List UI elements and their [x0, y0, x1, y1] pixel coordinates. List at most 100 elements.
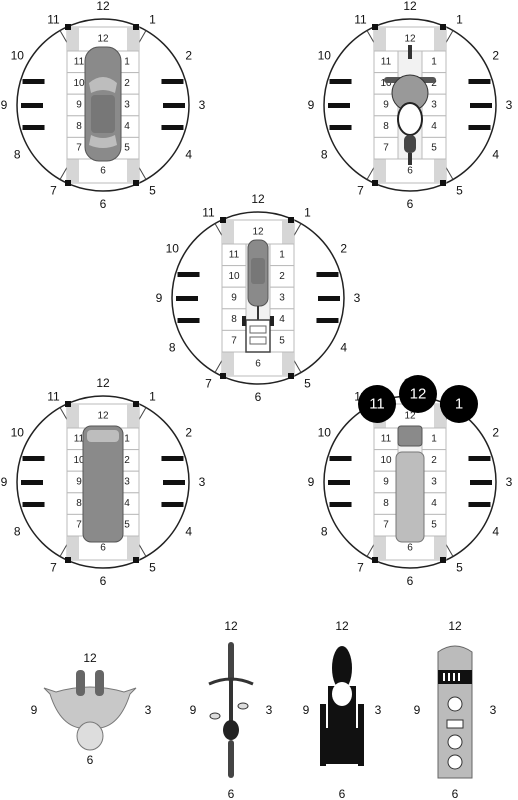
- direction-label: 3: [490, 703, 497, 717]
- direction-label: 6: [339, 787, 346, 800]
- grid-label: 7: [76, 143, 82, 154]
- grid-corner: [374, 159, 386, 183]
- hour-label: 4: [185, 525, 192, 539]
- tram-vent: [447, 734, 463, 750]
- tick-mark: [316, 272, 339, 277]
- hour-label: 2: [185, 426, 192, 440]
- trailer-wheel: [242, 316, 246, 326]
- grid-label: 2: [431, 455, 437, 466]
- grid-corner: [127, 536, 139, 560]
- grid-label: 8: [76, 498, 82, 509]
- clock-dial-truck: 11110293847512612123456789101111121: [308, 375, 513, 588]
- hour-label: 7: [205, 377, 212, 391]
- grid-label: 3: [124, 100, 130, 111]
- van-body: [82, 425, 124, 543]
- car-roof: [91, 95, 115, 133]
- corner-marker: [133, 24, 139, 30]
- tick-mark: [177, 318, 200, 323]
- tick-mark: [329, 456, 352, 461]
- grid-label: 10: [228, 271, 240, 282]
- corner-marker: [220, 217, 226, 223]
- grid-corner: [67, 536, 79, 560]
- hour-label: 7: [357, 561, 364, 575]
- hour-label: 5: [149, 184, 156, 198]
- trailer: [245, 319, 271, 353]
- grid-corner: [222, 220, 234, 244]
- grid-corner: [282, 352, 294, 376]
- hour-label: 6: [255, 390, 262, 404]
- hour-label: 2: [185, 49, 192, 63]
- grid-label: 3: [279, 293, 285, 304]
- hour-label: 8: [321, 525, 328, 539]
- pedestrian-head: [76, 721, 104, 751]
- tram-stripe: [448, 673, 450, 681]
- user-head: [332, 682, 352, 706]
- tick-mark: [468, 125, 491, 130]
- grid-label: 7: [383, 143, 389, 154]
- grid-label: 4: [431, 121, 437, 132]
- hour-label: 4: [492, 525, 499, 539]
- hour-label: 3: [354, 291, 361, 305]
- grid-label: 7: [76, 520, 82, 531]
- grid-corner: [282, 220, 294, 244]
- tick-mark: [161, 79, 184, 84]
- grid-label: 10: [73, 455, 85, 466]
- grid-label: 9: [383, 100, 389, 111]
- tick-mark: [318, 296, 340, 301]
- frame: [229, 678, 233, 728]
- tick-mark: [176, 296, 198, 301]
- tram-panel: [446, 719, 464, 729]
- wheel: [320, 704, 326, 766]
- tick-mark: [22, 502, 45, 507]
- hour-label: 4: [492, 148, 499, 162]
- grid-label: 6: [255, 359, 261, 370]
- grid-label: 11: [74, 433, 85, 444]
- grid-label: 10: [380, 78, 392, 89]
- corner-marker: [288, 217, 294, 223]
- tick-mark: [468, 502, 491, 507]
- tick-mark: [470, 103, 492, 108]
- grid-label: 6: [100, 166, 106, 177]
- rear-wheel: [228, 740, 234, 778]
- grid-label: 12: [404, 34, 416, 45]
- hour-label: 12: [403, 0, 417, 13]
- hour-label: 10: [318, 426, 332, 440]
- rear-fender: [404, 135, 416, 153]
- direction-label: 9: [190, 703, 197, 717]
- direction-label: 3: [145, 703, 152, 717]
- hour-label: 7: [50, 561, 57, 575]
- corner-marker: [372, 180, 378, 186]
- user-legs: [332, 646, 352, 690]
- grid-label: 12: [97, 411, 109, 422]
- tick-mark: [329, 79, 352, 84]
- hour-label: 6: [407, 197, 414, 211]
- hour-label: 5: [456, 561, 463, 575]
- grid-corner: [222, 352, 234, 376]
- hour-label: 7: [357, 184, 364, 198]
- tick-mark: [21, 480, 43, 485]
- hour-label: 12: [96, 376, 110, 390]
- grid-label: 8: [383, 498, 389, 509]
- grid-corner: [127, 404, 139, 428]
- pedestrian-leg: [95, 670, 104, 696]
- grid-label: 6: [407, 543, 413, 554]
- truck-cab: [397, 425, 423, 447]
- grid-corner: [434, 159, 446, 183]
- hour-badge-label: 1: [455, 396, 463, 413]
- direction-label: 6: [228, 787, 235, 800]
- direction-label: 9: [303, 703, 310, 717]
- direction-label: 12: [224, 619, 238, 633]
- grid-label: 2: [431, 78, 437, 89]
- hour-label: 4: [340, 341, 347, 355]
- grid-label: 5: [279, 336, 285, 347]
- grid-label: 1: [124, 56, 130, 67]
- pedestrian-leg: [76, 670, 85, 696]
- seat: [397, 102, 423, 136]
- grid-label: 6: [100, 543, 106, 554]
- tick-mark: [161, 456, 184, 461]
- tow-bar: [257, 306, 259, 320]
